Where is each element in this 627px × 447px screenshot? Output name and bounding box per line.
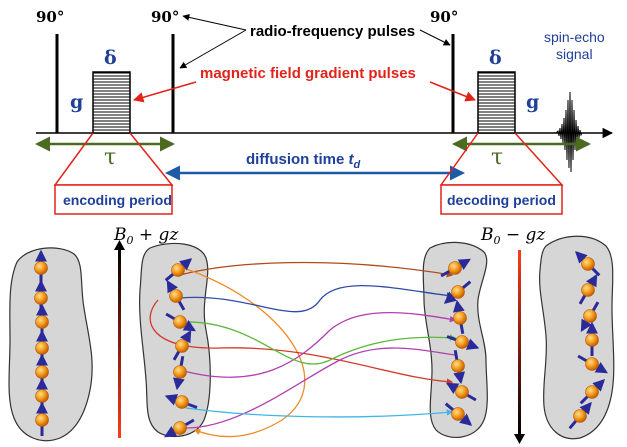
encoding-period-label: encoding period xyxy=(63,192,172,208)
rf-angle-label-1: 90° xyxy=(36,8,64,26)
spin-particle xyxy=(453,311,467,325)
spin-particle xyxy=(581,283,595,297)
trajectory-cyan xyxy=(185,407,454,418)
rf-angle-label-2: 90° xyxy=(151,8,179,26)
spin-particle xyxy=(585,385,599,399)
decoding-period-box xyxy=(440,184,563,215)
spin-particle xyxy=(169,289,183,303)
spin-particle xyxy=(35,315,49,329)
tau-label-2: τ xyxy=(491,145,503,170)
g-label-1: g xyxy=(70,91,83,113)
spin-echo-label: spin-echo xyxy=(544,29,605,45)
spin-particle xyxy=(35,389,49,403)
spin-particle xyxy=(34,291,48,305)
field-bar-right-arrowhead xyxy=(514,434,525,444)
gradient-pointer-2 xyxy=(429,81,476,102)
gradient-pulses-label: magnetic field gradient pulses xyxy=(200,65,416,82)
field-bar-left-arrowhead xyxy=(114,240,125,250)
spin-particle xyxy=(35,365,49,379)
g-label-2: g xyxy=(526,91,539,113)
rf-label-pointer-2 xyxy=(182,13,247,31)
diffusion-time-label: diffusion time td xyxy=(246,151,361,171)
cell-left xyxy=(8,247,93,442)
gradient-pulse-2 xyxy=(477,71,516,134)
trajectory-green xyxy=(182,321,457,365)
field-gradient-bar-right xyxy=(518,250,521,435)
spin-particle xyxy=(455,335,469,349)
trajectory-blue xyxy=(179,285,454,313)
trajectory-brown xyxy=(179,261,454,278)
spin-particle xyxy=(451,359,465,373)
spin-particle xyxy=(34,261,48,275)
tau-label-1: τ xyxy=(104,145,116,170)
rf-angle-label-3: 90° xyxy=(430,8,458,26)
spin-particle xyxy=(451,407,465,421)
decoding-period-label: decoding period xyxy=(447,192,556,208)
signal-label: signal xyxy=(556,46,593,62)
field-label-right: B0 − gz xyxy=(480,225,546,247)
spin-particle xyxy=(173,365,187,379)
trajectory-orange xyxy=(182,267,306,438)
spin-particle xyxy=(583,309,597,323)
spin-echo-signal xyxy=(555,91,583,173)
spin-particle xyxy=(173,421,187,435)
spin-particle xyxy=(175,339,189,353)
spin-particle xyxy=(573,409,587,423)
delta-label-2: δ xyxy=(489,47,502,69)
cell-right xyxy=(539,235,615,440)
gradient-pulse-1 xyxy=(92,71,131,134)
spin-particle xyxy=(581,257,595,271)
spin-particle xyxy=(448,261,462,275)
rf-label-pointer-1 xyxy=(179,29,247,69)
cell-center-left xyxy=(139,242,211,438)
trajectory-purple xyxy=(179,311,457,378)
field-gradient-bar-left xyxy=(118,248,121,438)
spin-particle xyxy=(35,413,49,427)
spin-particle xyxy=(455,385,469,399)
spin-particle xyxy=(451,285,465,299)
gradient-pointer-1 xyxy=(132,81,197,103)
spin-particle xyxy=(171,263,185,277)
field-label-left: B0 + gz xyxy=(113,225,179,247)
spin-particle xyxy=(173,315,187,329)
trajectory-red xyxy=(149,299,454,385)
spin-group xyxy=(34,249,608,438)
spin-particle xyxy=(585,357,599,371)
delta-label-1: δ xyxy=(104,47,117,69)
encoding-period-box xyxy=(54,184,173,215)
spin-particle xyxy=(35,341,49,355)
rf-pulses-label: radio-frequency pulses xyxy=(250,23,415,40)
spin-particle xyxy=(175,395,189,409)
spin-particle xyxy=(585,333,599,347)
rf-label-pointer-3 xyxy=(419,29,451,46)
trajectory-purple-2 xyxy=(185,347,456,429)
